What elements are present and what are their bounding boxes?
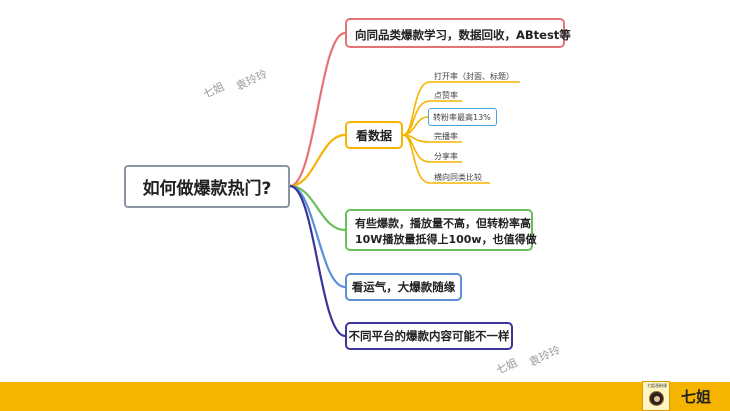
leaf-share-rate[interactable]: 分享率 [434, 152, 458, 161]
connector-branch-1 [289, 31, 346, 188]
footer-author-name: 七姐 [681, 388, 712, 406]
branch-learn-from-hits[interactable]: 向同品类爆款学习，数据回收，ABtest等 [345, 18, 571, 48]
connector-leaf-6 [402, 134, 490, 184]
branch-high-follow-rate-line2: 10W播放量抵得上100w，也值得做 [355, 233, 537, 246]
branch-check-data[interactable]: 看数据 [345, 121, 403, 149]
logo-caption: 七姐涨粉课 [647, 383, 667, 388]
branch-luck[interactable]: 看运气，大爆款随缘 [345, 273, 462, 301]
leaf-horizontal-comparison[interactable]: 横向同类比较 [434, 173, 482, 182]
connector-branch-4 [289, 184, 346, 289]
leaf-follow-rate-highlighted[interactable]: 转粉率最高13% [428, 108, 497, 126]
branch-platform-differences[interactable]: 不同平台的爆款内容可能不一样 [345, 322, 513, 350]
connector-branch-3 [289, 184, 346, 232]
root-topic[interactable]: 如何做爆款热门? [124, 165, 290, 208]
connector-branch-5 [289, 184, 346, 338]
leaf-open-rate[interactable]: 打开率（封面、标题） [434, 72, 514, 81]
footer-bar [0, 382, 730, 411]
avatar-icon [649, 391, 664, 406]
connector-branch-2 [289, 133, 346, 188]
branch-high-follow-rate[interactable]: 有些爆款，播放量不高，但转粉率高 10W播放量抵得上100w，也值得做 [345, 209, 537, 251]
brand-logo: 七姐涨粉课 [642, 381, 670, 411]
leaf-completion-rate[interactable]: 完播率 [434, 132, 458, 141]
branch-high-follow-rate-line1: 有些爆款，播放量不高，但转粉率高 [355, 217, 531, 230]
leaf-like-rate[interactable]: 点赞率 [434, 91, 458, 100]
